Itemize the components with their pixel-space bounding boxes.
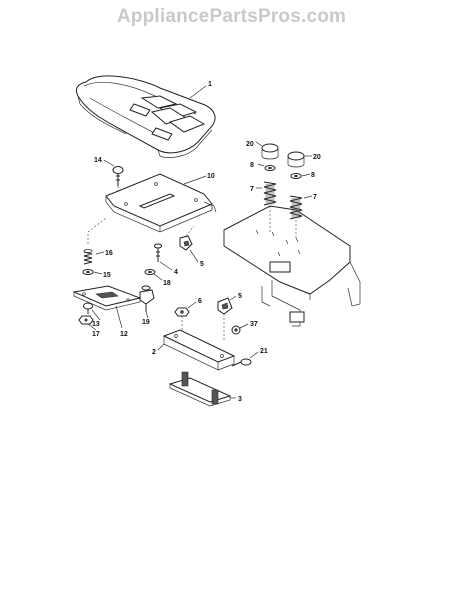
callout-10: 10: [207, 173, 215, 180]
spring-16: [83, 249, 93, 265]
leader-19: [145, 311, 149, 319]
spring-7a: [263, 181, 277, 206]
frame-hood: [223, 205, 361, 327]
bolt-4: [154, 243, 162, 262]
spring-7b: [289, 195, 303, 220]
leader-17: [87, 323, 97, 331]
base-plate-3: [168, 371, 232, 407]
callout-3: 3: [238, 396, 242, 403]
callout-8b: 8: [311, 172, 315, 179]
leader-5a: [189, 249, 199, 263]
callout-20a: 20: [246, 141, 254, 148]
bumper-20b: [287, 151, 305, 168]
washer-8b: [290, 173, 302, 179]
dashed-guide-clip: [185, 225, 195, 237]
callout-12: 12: [120, 331, 128, 338]
callout-6: 6: [198, 298, 202, 305]
leader-10: [183, 175, 207, 185]
callout-17: 17: [92, 331, 100, 338]
leader-15: [93, 271, 103, 275]
callout-14: 14: [94, 157, 102, 164]
bolt-37: [231, 325, 241, 335]
callout-37: 37: [250, 321, 258, 328]
leader-6: [187, 301, 197, 309]
bolt-14: [112, 166, 124, 186]
callout-5b: 5: [238, 293, 242, 300]
leader-12: [115, 305, 123, 329]
mount-bracket-2: [162, 316, 236, 371]
clip-5a: [179, 235, 193, 251]
knob-19: [139, 285, 155, 312]
washer-18: [144, 269, 156, 275]
washer-8a: [264, 165, 276, 171]
callout-4: 4: [174, 269, 178, 276]
callout-15: 15: [103, 272, 111, 279]
nut-13: [83, 302, 93, 314]
callout-8a: 8: [250, 162, 254, 169]
leader-37: [239, 323, 249, 329]
leader-8a: [257, 163, 265, 167]
watermark: AppliancePartsPros.com: [116, 6, 347, 27]
leader-5b: [229, 295, 237, 301]
callout-7b: 7: [313, 194, 317, 201]
leader-13: [91, 309, 101, 321]
callout-13: 13: [92, 321, 100, 328]
callout-21: 21: [260, 348, 268, 355]
callout-19: 19: [142, 319, 150, 326]
bolt-21: [231, 358, 252, 367]
bumper-20a: [261, 143, 279, 160]
callout-1: 1: [208, 81, 212, 88]
seat: [75, 75, 216, 158]
dashed-guide-left: [87, 217, 107, 244]
leader-7b: [303, 195, 313, 199]
callout-20b: 20: [313, 154, 321, 161]
slide-rail-12: [72, 285, 142, 311]
leader-16: [95, 251, 105, 255]
clip-5b: [217, 297, 233, 315]
washer-15: [82, 269, 94, 275]
leader-18: [153, 273, 163, 281]
leader-20a: [255, 141, 263, 147]
callout-5a: 5: [200, 261, 204, 268]
leader-4: [159, 261, 173, 271]
leader-8b: [301, 173, 311, 177]
callout-7a: 7: [250, 186, 254, 193]
leader-21: [249, 351, 259, 359]
callout-2: 2: [152, 349, 156, 356]
nut-17: [78, 315, 94, 325]
nut-6: [174, 307, 190, 317]
callout-16: 16: [105, 250, 113, 257]
leader-2: [157, 343, 165, 351]
leader-14: [103, 159, 115, 167]
callout-18: 18: [163, 280, 171, 287]
leader-1: [189, 85, 207, 99]
seat-pan: [105, 173, 217, 233]
